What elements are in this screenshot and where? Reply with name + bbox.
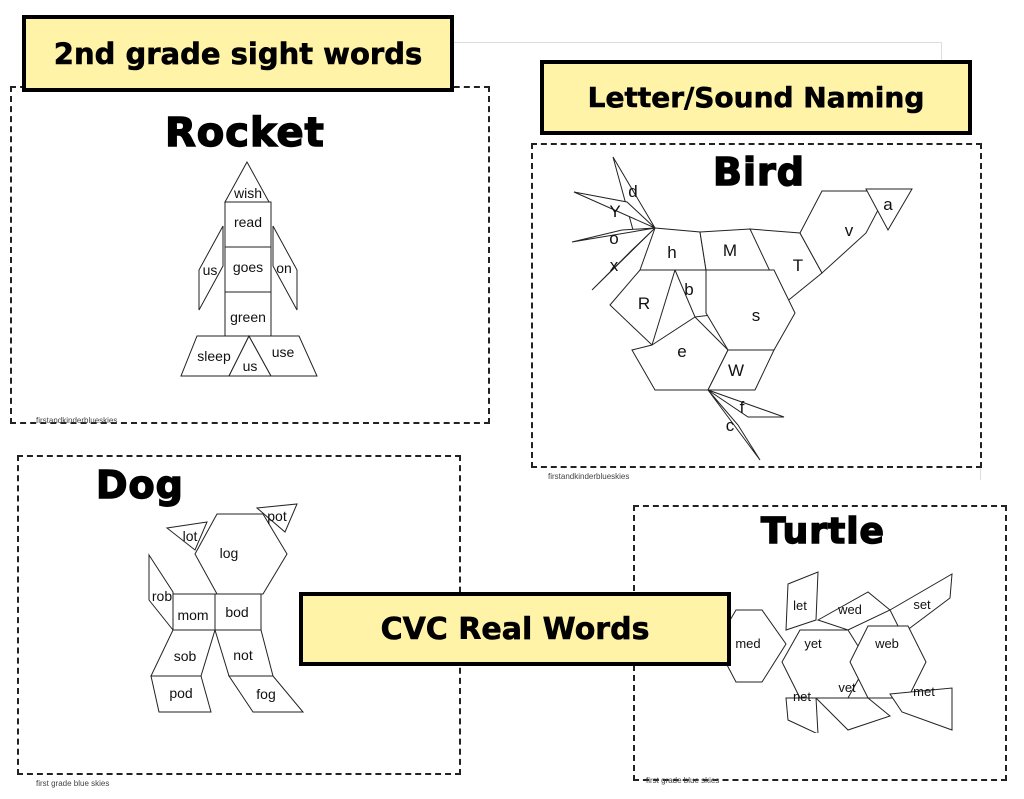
turtle-shell-top-left (785, 571, 819, 631)
turtle-word-vet: vet (838, 680, 856, 695)
turtle-flipper-bottom (889, 687, 953, 731)
bird-title: Bird (712, 149, 805, 195)
dog-word-log: log (220, 545, 239, 561)
dog-word-sob: sob (174, 648, 197, 664)
turtle-shell-bottom-left (785, 697, 819, 733)
turtle-word-wed: wed (837, 602, 862, 617)
banner-cvc: CVC Real Words (299, 592, 731, 666)
turtle-word-set: set (913, 597, 931, 612)
bird-letter-t: T (793, 256, 803, 275)
rocket-word-body1: read (234, 214, 262, 230)
bird-letter-b: b (684, 280, 693, 299)
bird-piece-16 (707, 389, 761, 461)
rocket-word-fin-right: on (276, 260, 292, 276)
bird-letter-d: d (628, 182, 637, 201)
bird-piece-3 (571, 227, 656, 243)
dog-ear-left (165, 521, 208, 551)
dog-puzzle: lot log pot rob mom bod sob not pod fog (148, 503, 305, 713)
turtle-word-yet: yet (804, 636, 822, 651)
bird-letter-v: v (845, 221, 854, 240)
rocket-fin-left (198, 225, 224, 311)
turtle-shell-bottom-mid (814, 697, 892, 731)
bird-piece-9 (865, 188, 913, 232)
dog-word-fog: fog (256, 686, 275, 702)
turtle-word-web: web (874, 636, 899, 651)
turtle-word-met: met (913, 684, 935, 699)
bird-letter-a: a (883, 195, 893, 214)
bird-piece-4 (591, 227, 656, 291)
rocket-word-base-mid: us (243, 358, 258, 374)
bird-piece-2 (573, 191, 656, 229)
dog-foot-right (228, 675, 305, 713)
rocket-body-2 (224, 246, 272, 293)
rocket-word-base-left: sleep (197, 348, 231, 364)
bird-letter-x: x (610, 256, 619, 275)
bird-letter-s: s (752, 306, 761, 325)
bird-piece-15 (707, 389, 785, 418)
bird-letter-c: c (726, 416, 735, 435)
bird-piece-14 (707, 349, 775, 391)
bird-letter-f: f (740, 398, 745, 417)
bird-letter-m: M (723, 241, 737, 260)
turtle-puzzle: med let wed set yet web net vet met (715, 571, 953, 733)
bird-credit: firstandkinderblueskies (548, 472, 630, 481)
dog-head (194, 513, 288, 595)
dog-word-lot: lot (183, 528, 198, 544)
dog-title: Dog (95, 462, 184, 508)
rocket-title: Rocket (164, 109, 325, 157)
turtle-word-net: net (793, 689, 811, 704)
rocket-puzzle: wish read goes green us on sleep us use (180, 160, 318, 377)
turtle-word-med: med (735, 636, 760, 651)
dog-credit: first grade blue skies (36, 779, 110, 788)
dog-word-bod: bod (225, 604, 248, 620)
bird-letter-r: R (638, 294, 650, 313)
rocket-body-3 (224, 291, 272, 337)
turtle-word-let: let (793, 598, 807, 613)
rocket-word-body3: green (230, 309, 266, 325)
dog-body-right (214, 593, 262, 631)
dog-word-pod: pod (169, 685, 192, 701)
rocket-credit: firstandkinderblueskies (36, 416, 118, 425)
rocket-base-right (248, 335, 318, 377)
rocket-word-body2: goes (233, 259, 263, 275)
dog-ear-right (255, 503, 298, 533)
dog-body-left (172, 593, 216, 631)
rocket-word-nose: wish (233, 185, 262, 201)
rocket-word-base-right: use (272, 344, 295, 360)
banner-letter-sound: Letter/Sound Naming (540, 60, 972, 135)
turtle-credit: first grade blue skies (646, 776, 720, 785)
bird-piece-8 (799, 190, 889, 274)
rocket-fin-right (272, 225, 298, 311)
dog-foot-left (150, 675, 212, 713)
rocket-word-fin-left: us (203, 262, 218, 278)
dog-word-rob: rob (152, 588, 172, 604)
bird-letter-e: e (677, 342, 686, 361)
bird-letter-h: h (667, 243, 676, 262)
dog-word-mom: mom (177, 607, 208, 623)
bird-letter-w: W (728, 361, 744, 380)
bird-puzzle: d Y o x h M T v a R b s e W f c (571, 156, 913, 461)
bird-letter-y: Y (609, 202, 620, 221)
banner-sight-words: 2nd grade sight words (22, 15, 454, 92)
dog-word-not: not (233, 647, 253, 663)
dog-word-pot: pot (267, 508, 287, 524)
bird-letter-o: o (609, 229, 618, 248)
turtle-title: Turtle (760, 510, 885, 553)
rocket-body-1 (224, 201, 272, 248)
